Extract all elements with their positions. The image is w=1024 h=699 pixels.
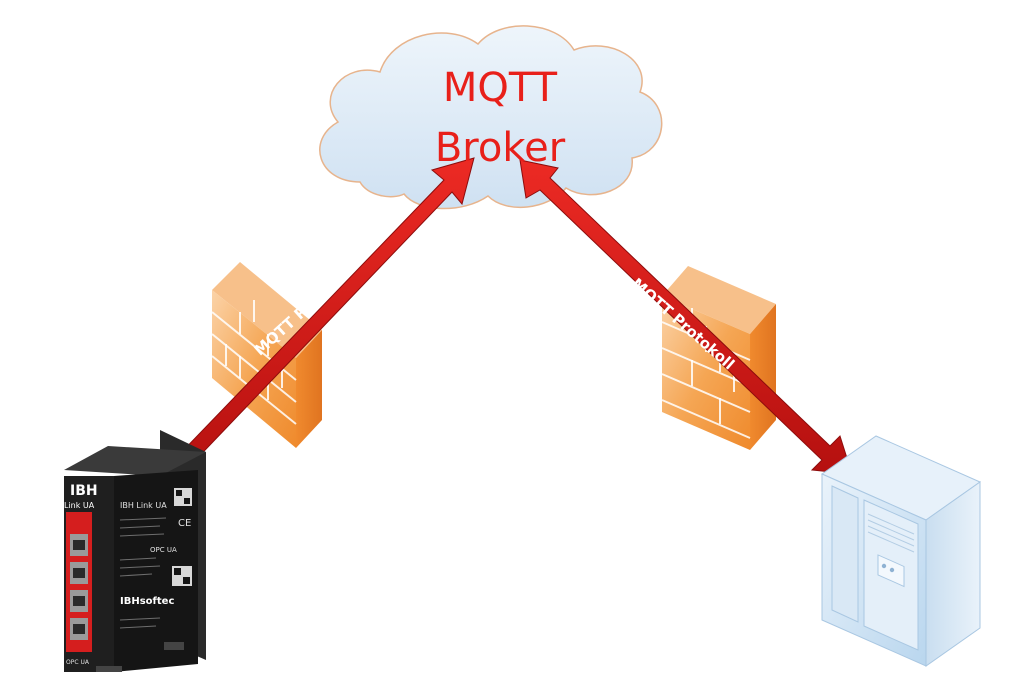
- cloud-icon: [319, 25, 663, 210]
- broker-title-line1: MQTT: [442, 65, 558, 111]
- firewall-left-icon: [211, 262, 322, 448]
- gateway-device-icon: [64, 430, 206, 672]
- device-maker-text: IBHsoftec: [120, 596, 174, 607]
- device-panel-title: IBH Link UA: [120, 501, 167, 510]
- mqtt-connection-arrow-right: [519, 159, 853, 475]
- server-tower-icon: [820, 435, 982, 667]
- mqtt-connection-arrow-left: [146, 157, 475, 483]
- device-brand-text: IBH: [70, 483, 98, 499]
- device-opc-label: OPC UA: [150, 546, 177, 554]
- ce-mark: CE: [178, 518, 191, 529]
- device-model-text: Link UA: [64, 501, 95, 510]
- broker-title-line2: Broker: [434, 125, 566, 171]
- device-opc-label-bottom: OPC UA: [66, 659, 90, 666]
